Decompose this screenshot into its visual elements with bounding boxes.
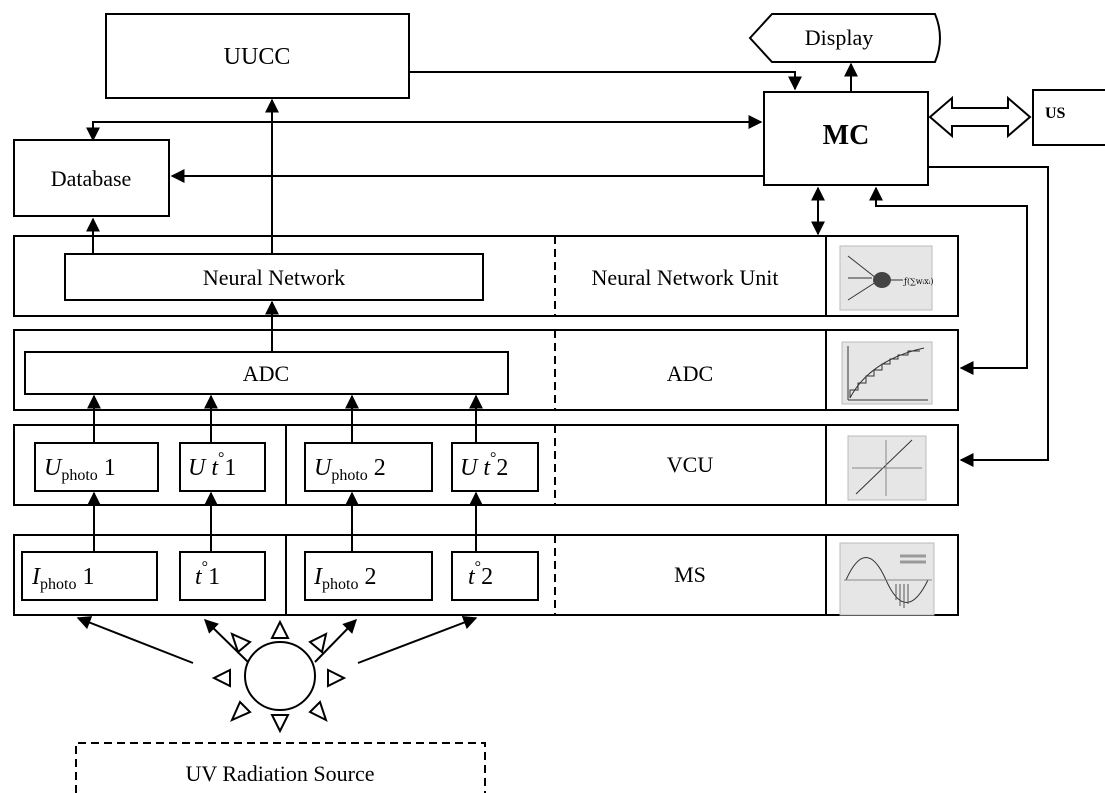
vcu-cell-ut-2[interactable]: U t°2 (451, 442, 539, 492)
vcu-cell-main: U t (460, 455, 491, 481)
vcu-cell-main: U t (188, 455, 219, 481)
linear-plot-icon (847, 435, 927, 501)
us-label: US (1045, 105, 1066, 122)
ms-cell-sub: photo (40, 576, 76, 593)
vcu-cell-ut-1[interactable]: U t°1 (179, 442, 266, 492)
vcu-cell-suffix: 2 (496, 455, 508, 481)
ms-cell-iphoto-2[interactable]: Iphoto 2 (304, 551, 433, 601)
vcu-cell-uphoto-1[interactable]: Uphoto 1 (34, 442, 159, 492)
adc-block[interactable] (24, 351, 509, 395)
uucc-label: UUCC (224, 44, 291, 70)
ms-cell-suffix: 1 (208, 564, 220, 590)
display-block[interactable]: Display (748, 13, 941, 63)
ms-cell-t-1[interactable]: t°1 (179, 551, 266, 601)
svg-text:Iphoto 1: Iphoto 1 (31, 564, 94, 593)
adc-staircase-chart-icon (841, 341, 933, 405)
mc-us-bidirectional-arrow (928, 95, 1032, 139)
vcu-cell-suffix: 1 (98, 455, 116, 481)
adc-unit-row: ADC ADC (13, 329, 959, 411)
uv-sun-icon (211, 619, 347, 734)
svg-text:Iphoto 2: Iphoto 2 (313, 564, 376, 593)
connectors (76, 62, 1049, 664)
neural-network-unit-row: Neural Network Neural Network Unit ƒ(∑wᵢ… (13, 235, 959, 317)
neural-network-unit-label: Neural Network Unit (592, 265, 779, 290)
ms-cell-sub: photo (322, 576, 358, 593)
svg-text:Uphoto 2: Uphoto 2 (314, 455, 386, 484)
vcu-cell-uphoto-2[interactable]: Uphoto 2 (304, 442, 433, 492)
vcu-cell-sup: ° (218, 450, 224, 467)
vcu-cell-sub: photo (331, 467, 367, 484)
ms-cell-main: t (468, 564, 476, 590)
sine-wave-plot-icon (839, 542, 935, 616)
ms-cell-iphoto-1[interactable]: Iphoto 1 (21, 551, 158, 601)
ms-label: MS (674, 562, 706, 587)
vcu-cell-suffix: 2 (368, 455, 386, 481)
neuron-diagram-icon: ƒ(∑wᵢxᵢ) (839, 245, 934, 311)
uv-source-label: UV Radiation Source (185, 761, 374, 786)
uv-radiation-source-block[interactable]: UV Radiation Source (75, 742, 486, 793)
svg-text:t°2: t°2 (468, 559, 493, 590)
vcu-label: VCU (667, 452, 714, 477)
vcu-cell-sub: photo (61, 467, 97, 484)
database-block[interactable]: Database (13, 139, 170, 217)
ms-cell-main: I (313, 564, 323, 590)
ms-cell-t-2[interactable]: t°2 (451, 551, 539, 601)
adc-label: ADC (243, 361, 289, 386)
database-label: Database (51, 166, 132, 191)
adc-unit-label: ADC (667, 361, 713, 386)
mc-block[interactable]: MC (763, 91, 929, 186)
mc-label: MC (823, 120, 870, 151)
vcu-cell-main: U (44, 455, 63, 481)
ms-cell-suffix: 2 (481, 564, 493, 590)
svg-text:ƒ(∑wᵢxᵢ): ƒ(∑wᵢxᵢ) (903, 277, 934, 286)
vcu-cell-sup: ° (490, 450, 496, 467)
ms-cell-main: I (31, 564, 41, 590)
svg-text:U t°2: U t°2 (460, 450, 508, 481)
ms-cell-suffix: 1 (76, 564, 94, 590)
svg-text:t°1: t°1 (195, 559, 220, 590)
svg-text:Uphoto 1: Uphoto 1 (44, 455, 116, 484)
svg-text:U t°1: U t°1 (188, 450, 236, 481)
us-block[interactable]: US (1032, 89, 1105, 146)
display-label: Display (805, 25, 873, 50)
uucc-block[interactable]: UUCC (105, 13, 410, 99)
vcu-cell-suffix: 1 (224, 455, 236, 481)
ms-cell-sup: ° (475, 559, 481, 576)
ms-cell-main: t (195, 564, 203, 590)
vcu-row: VCU Uphoto 1 U t°1 Uphoto 2 U t°2 (13, 424, 959, 506)
neural-network-block[interactable] (64, 253, 484, 301)
ms-cell-sup: ° (202, 559, 208, 576)
ms-cell-suffix: 2 (358, 564, 376, 590)
neural-network-label: Neural Network (203, 265, 345, 290)
ms-row: MS Iphoto 1 t°1 Iphoto 2 t°2 (13, 534, 959, 616)
vcu-cell-main: U (314, 455, 333, 481)
